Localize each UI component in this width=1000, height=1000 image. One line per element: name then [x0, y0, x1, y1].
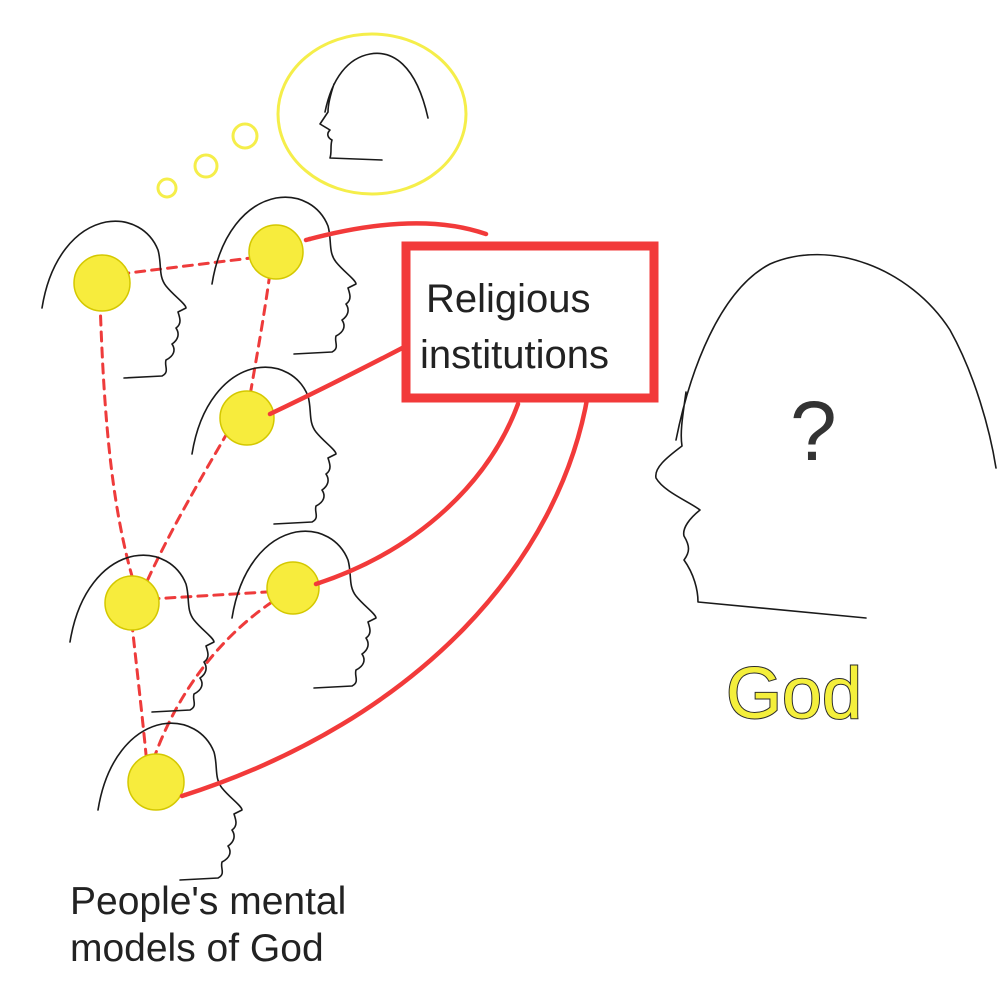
social-links [98, 250, 302, 778]
person-4 [69, 554, 215, 713]
mental-model-circle-icon [73, 254, 131, 312]
god-figure: ? God [655, 253, 997, 735]
thought-dot-large [231, 122, 259, 150]
people-caption-line2: models of God [70, 927, 324, 970]
institutions-label-line2: institutions [420, 333, 609, 377]
arrow-to-person-5 [313, 401, 521, 587]
god-question-mark: ? [790, 384, 837, 478]
god-head-profile-icon [655, 253, 997, 619]
people-caption-line1: People's mental [70, 880, 347, 923]
mental-model-circle-icon [219, 390, 275, 446]
institutions-box: Religious institutions [401, 241, 659, 403]
thought-dot-medium [193, 153, 219, 179]
people-caption: People's mental models of God [70, 878, 430, 972]
link-5-6 [148, 600, 274, 772]
person-1 [41, 220, 187, 379]
mental-model-circle-icon [266, 561, 320, 615]
link-4-6 [128, 604, 150, 778]
arrow-to-person-3 [267, 341, 413, 417]
person-5 [231, 530, 377, 689]
influence-arrows [179, 221, 591, 799]
god-label: God [726, 654, 862, 734]
thought-head-icon [319, 52, 429, 161]
link-2-3 [246, 256, 274, 410]
link-1-4 [98, 298, 142, 604]
person-3 [191, 366, 337, 525]
arrow-to-person-6 [179, 391, 591, 799]
thought-cloud [276, 32, 468, 196]
thought-bubble-icon [156, 32, 468, 199]
person-2 [211, 196, 357, 355]
thought-dot-small [156, 177, 178, 199]
mental-model-circle-icon [127, 753, 185, 811]
link-3-4 [134, 416, 238, 608]
mental-model-circle-icon [248, 224, 304, 280]
person-6 [97, 722, 243, 881]
arrow-to-person-2 [303, 221, 489, 243]
mental-model-circle-icon [104, 575, 160, 631]
link-4-5 [132, 588, 302, 602]
institutions-frame [401, 241, 659, 403]
institutions-label-line1: Religious [426, 277, 591, 321]
